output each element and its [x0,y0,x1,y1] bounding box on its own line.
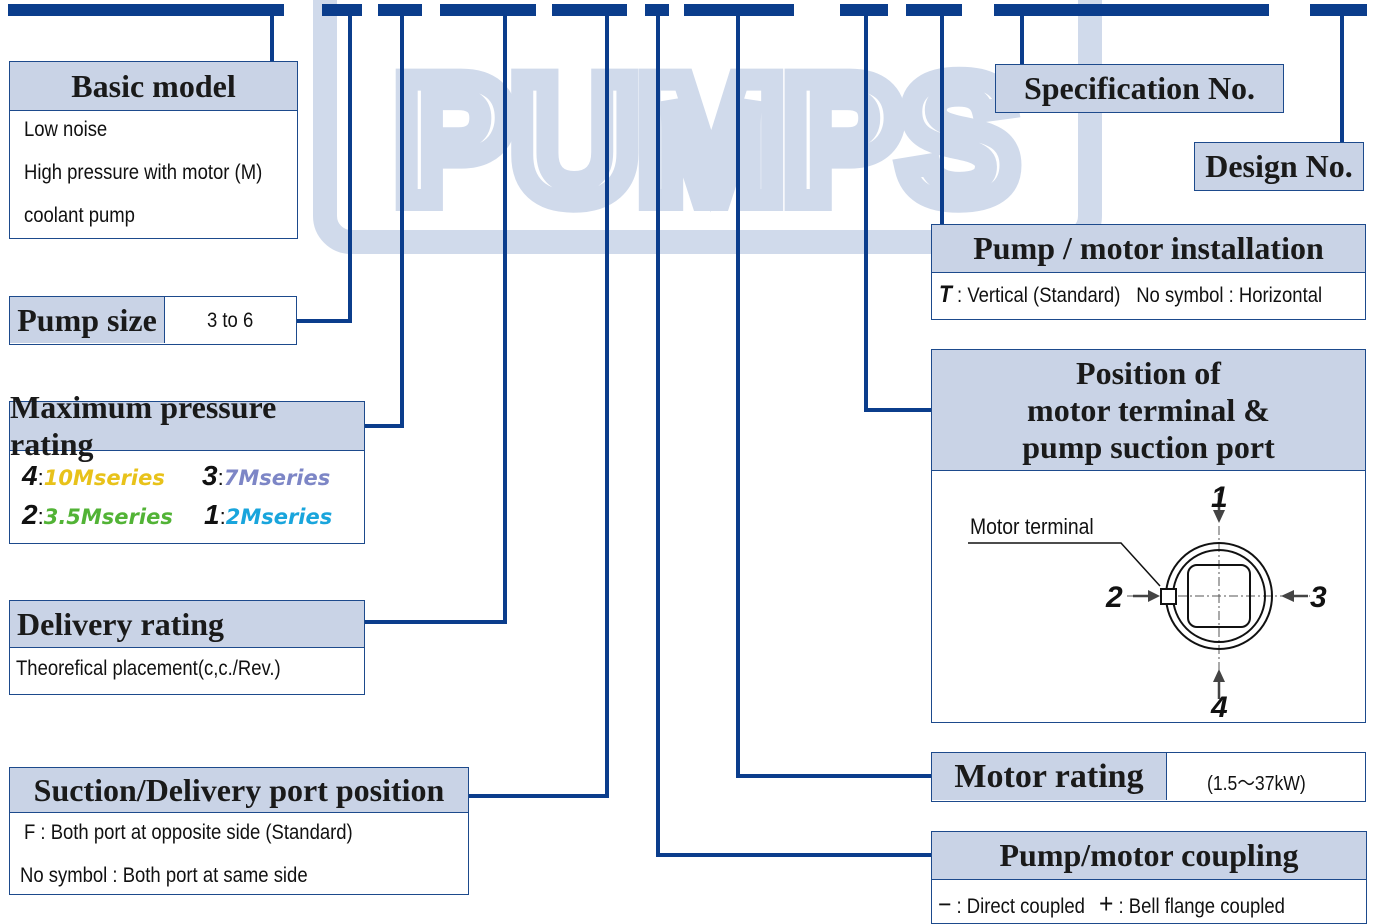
code-bar [906,4,962,16]
pressure-series: 2Mseries [225,505,333,529]
code-bar [1310,4,1367,16]
port-position-title: Suction/Delivery port position [10,768,468,813]
pressure-series: 7Mseries [223,466,331,490]
motor-terminal-symbol [1160,588,1177,605]
basic-model-item: High pressure with motor (M) [24,161,263,184]
coupling-options: − : Direct coupled + : Bell flange couple… [938,888,1285,920]
pressure-option: 4:10Mseries [22,460,165,492]
code-bar [440,4,536,16]
pressure-code: 1 [204,499,220,530]
wire-max-pressure [364,14,404,428]
pressure-sep: : [219,504,226,529]
motor-rating-value: (1.5〜37kW) [1207,773,1306,795]
installation-code: T [939,281,952,308]
code-bar [8,4,284,16]
wire-port-position [468,14,609,798]
pressure-sep: : [37,504,44,529]
terminal-title-line: pump suction port [1022,428,1275,465]
max-pressure-box: Maximum pressure rating 4:10Mseries 3:7M… [9,389,365,544]
basic-model-item: coolant pump [24,204,135,227]
pressure-sep: : [217,465,224,490]
delivery-rating-desc: Theorefical placement(c,c./Rev.) [16,657,281,680]
installation-vertical: : Vertical (Standard) [951,284,1121,307]
motor-rating-title: Motor rating [932,753,1167,800]
port-position-line: No symbol : Both port at same side [20,864,308,887]
design-no: Design No. [1194,142,1364,191]
terminal-diagram: Motor terminal 1 2 3 4 [968,481,1327,721]
code-bar [840,4,888,16]
pump-size-box: Pump size 3 to 6 [9,296,297,345]
terminal-position-title: Position of motor terminal & pump suctio… [932,350,1365,471]
coupling-title: Pump/motor coupling [932,832,1366,880]
position-2-label: 2 [1105,581,1123,614]
installation-box: Pump / motor installation T : Vertical (… [931,224,1366,320]
installation-options: T : Vertical (Standard) No symbol : Horiz… [939,281,1322,309]
position-1-label: 1 [1211,481,1228,514]
port-position-line: F : Both port at opposite side (Standard… [24,821,353,844]
installation-horizontal: No symbol : Horizontal [1136,284,1323,307]
pressure-option: 1:2Mseries [204,499,332,531]
pressure-option: 3:7Mseries [202,460,330,492]
watermark-text: PUMPS [395,43,1017,238]
delivery-rating-title: Delivery rating [10,601,364,648]
pump-size-title: Pump size [10,297,165,343]
pressure-code: 3 [202,460,218,491]
terminal-position-box: Position of motor terminal & pump suctio… [931,349,1366,723]
pump-size-value: 3 to 6 [207,309,254,332]
wire-motor-rating [736,14,932,778]
pressure-option: 2:3.5Mseries [22,499,173,531]
pressure-series: 3.5Mseries [43,505,173,529]
specification-no: Specification No. [995,64,1284,113]
wire-delivery [364,14,507,624]
pressure-sep: : [37,465,44,490]
wire-coupling [656,14,932,857]
basic-model-item: Low noise [24,118,108,141]
code-bar [994,4,1269,16]
position-3-label: 3 [1310,581,1327,614]
terminal-title-line: motor terminal & [1027,391,1270,428]
pressure-series: 10Mseries [43,466,165,490]
direct-coupled-symbol: − [938,889,952,919]
motor-rating-box: Motor rating (1.5〜37kW) [931,752,1366,802]
coupling-box: Pump/motor coupling − : Direct coupled + … [931,831,1367,924]
direct-coupled-label: : Direct coupled [951,895,1085,918]
code-bar [322,4,362,16]
motor-terminal-label: Motor terminal [970,515,1094,539]
pressure-code: 4 [22,460,38,491]
basic-model-box: Basic model Low noise High pressure with… [9,61,298,239]
bell-flange-label: : Bell flange coupled [1113,895,1285,918]
terminal-leader [968,542,1161,587]
port-position-box: Suction/Delivery port position F : Both … [9,767,469,895]
code-bar [645,4,669,16]
bell-flange-symbol: + [1098,888,1114,919]
installation-title: Pump / motor installation [932,225,1365,273]
code-bar [552,4,610,16]
basic-model-title: Basic model [10,62,297,111]
position-4-label: 4 [1210,691,1228,721]
code-bar [378,4,422,16]
code-bar [585,4,627,16]
terminal-title-line: Position of [1076,354,1221,391]
wire-pump-size [296,14,352,323]
code-bar [684,4,794,16]
max-pressure-title: Maximum pressure rating [10,389,364,462]
pressure-code: 2 [22,499,38,530]
wire-terminal [864,14,932,412]
delivery-rating-box: Delivery rating Theorefical placement(c,… [9,600,365,695]
